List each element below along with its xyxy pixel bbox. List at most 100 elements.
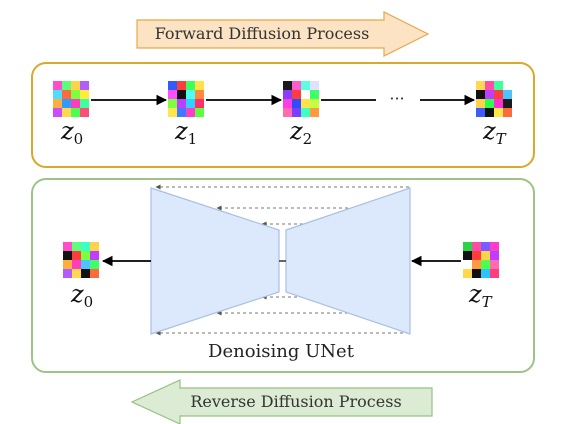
reverse-diffusion-label: Reverse Diffusion Process <box>190 392 401 411</box>
noise-cell <box>301 90 310 99</box>
noise-cell <box>472 242 481 251</box>
noise-cell <box>503 90 512 99</box>
noise-cell <box>463 269 472 278</box>
reverse-process-panel <box>31 178 535 373</box>
noise-cell <box>72 260 81 269</box>
noise-cell <box>71 108 80 117</box>
noise-cell <box>283 81 292 90</box>
noise-cell <box>283 90 292 99</box>
noise-cell <box>53 90 62 99</box>
noise-cell <box>195 99 204 108</box>
noise-cell <box>283 108 292 117</box>
ellipsis: ··· <box>389 89 404 108</box>
label-z1: z1 <box>174 117 197 148</box>
forward-diffusion-banner: Forward Diffusion Process <box>136 11 430 57</box>
unet-encoder <box>150 187 280 335</box>
noise-cell <box>481 242 490 251</box>
label-z0: z0 <box>60 117 83 148</box>
z2-noise-patch <box>283 81 319 117</box>
noise-cell <box>90 242 99 251</box>
noise-cell <box>168 108 177 117</box>
zT-noise-patch <box>476 81 512 117</box>
noise-cell <box>63 260 72 269</box>
noise-cell <box>72 269 81 278</box>
noise-cell <box>301 108 310 117</box>
noise-cell <box>90 260 99 269</box>
label-zT-input: zT <box>468 280 493 311</box>
z1-noise-patch <box>168 81 204 117</box>
noise-cell <box>186 108 195 117</box>
label-z2: z2 <box>289 117 312 148</box>
noise-cell <box>476 99 485 108</box>
noise-cell <box>71 99 80 108</box>
noise-cell <box>195 90 204 99</box>
noise-cell <box>186 90 195 99</box>
noise-cell <box>292 108 301 117</box>
noise-cell <box>472 269 481 278</box>
noise-cell <box>168 99 177 108</box>
reverse-diffusion-banner: Reverse Diffusion Process <box>130 379 433 424</box>
z0-noise-patch <box>53 81 89 117</box>
noise-cell <box>463 260 472 269</box>
noise-cell <box>494 108 503 117</box>
noise-cell <box>476 81 485 90</box>
noise-cell <box>71 81 80 90</box>
noise-cell <box>490 260 499 269</box>
noise-cell <box>81 260 90 269</box>
noise-cell <box>292 99 301 108</box>
noise-cell <box>63 242 72 251</box>
forward-diffusion-label: Forward Diffusion Process <box>155 24 370 43</box>
noise-cell <box>168 81 177 90</box>
noise-cell <box>310 81 319 90</box>
noise-cell <box>463 251 472 260</box>
noise-cell <box>72 242 81 251</box>
noise-cell <box>62 90 71 99</box>
noise-cell <box>490 251 499 260</box>
noise-cell <box>490 242 499 251</box>
z0-output-patch <box>63 242 99 278</box>
noise-cell <box>63 251 72 260</box>
noise-cell <box>490 269 499 278</box>
noise-cell <box>310 90 319 99</box>
reverse-arrow-shape <box>130 379 433 424</box>
noise-cell <box>195 108 204 117</box>
noise-cell <box>168 90 177 99</box>
noise-cell <box>80 99 89 108</box>
forward-process-panel <box>31 62 535 168</box>
noise-cell <box>485 108 494 117</box>
noise-cell <box>53 108 62 117</box>
noise-cell <box>292 90 301 99</box>
unet-decoder <box>285 187 411 335</box>
noise-cell <box>503 99 512 108</box>
noise-cell <box>63 269 72 278</box>
noise-cell <box>90 251 99 260</box>
noise-cell <box>503 108 512 117</box>
noise-cell <box>481 260 490 269</box>
noise-cell <box>476 90 485 99</box>
noise-cell <box>186 99 195 108</box>
noise-cell <box>283 99 292 108</box>
noise-cell <box>90 269 99 278</box>
label-zT: zT <box>482 117 507 148</box>
zT-input-patch <box>463 242 499 278</box>
noise-cell <box>81 269 90 278</box>
forward-arrow-shape <box>136 11 430 57</box>
noise-cell <box>81 251 90 260</box>
noise-cell <box>292 81 301 90</box>
noise-cell <box>62 81 71 90</box>
noise-cell <box>62 99 71 108</box>
noise-cell <box>80 81 89 90</box>
noise-cell <box>485 99 494 108</box>
noise-cell <box>177 108 186 117</box>
noise-cell <box>494 90 503 99</box>
noise-cell <box>485 90 494 99</box>
noise-cell <box>494 81 503 90</box>
noise-cell <box>301 99 310 108</box>
noise-cell <box>80 108 89 117</box>
noise-cell <box>485 81 494 90</box>
noise-cell <box>177 81 186 90</box>
noise-cell <box>53 99 62 108</box>
noise-cell <box>463 242 472 251</box>
noise-cell <box>503 81 512 90</box>
